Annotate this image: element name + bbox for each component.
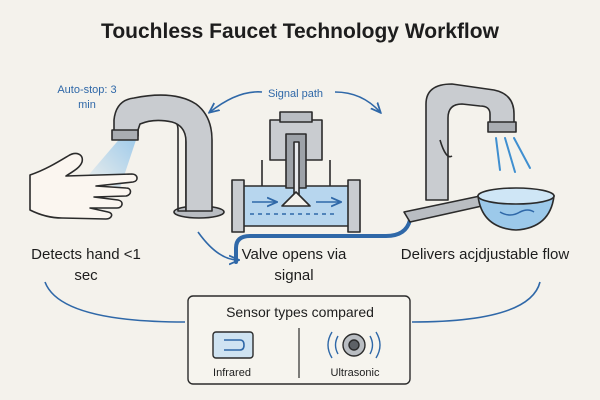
bowl-icon	[477, 187, 555, 231]
auto-stop-annotation: Auto-stop: 3 min	[57, 84, 117, 111]
infrared-label: Infrared	[213, 367, 251, 379]
sensor-panel-title: Sensor types compared	[226, 304, 374, 320]
diagram-title: Touchless Faucet Technology Workflow	[101, 20, 499, 43]
panel-connectors	[44, 281, 541, 323]
supply-hose	[234, 218, 412, 264]
valve-icon	[231, 111, 361, 233]
ultrasonic-label: Ultrasonic	[330, 367, 380, 379]
step-flow-label: Delivers acjdjustable flow	[400, 246, 570, 263]
step-detect-label: Detects hand <1 sec	[31, 246, 141, 284]
step-valve-label: Valve opens via signal	[241, 246, 347, 284]
infrared-sensor-icon	[212, 331, 254, 359]
ultrasonic-sensor-icon	[327, 331, 381, 359]
hand-icon	[29, 152, 138, 220]
sensor-faucet-icon	[111, 94, 225, 219]
water-stream	[495, 137, 531, 173]
signal-path-label: Signal path	[268, 88, 324, 100]
